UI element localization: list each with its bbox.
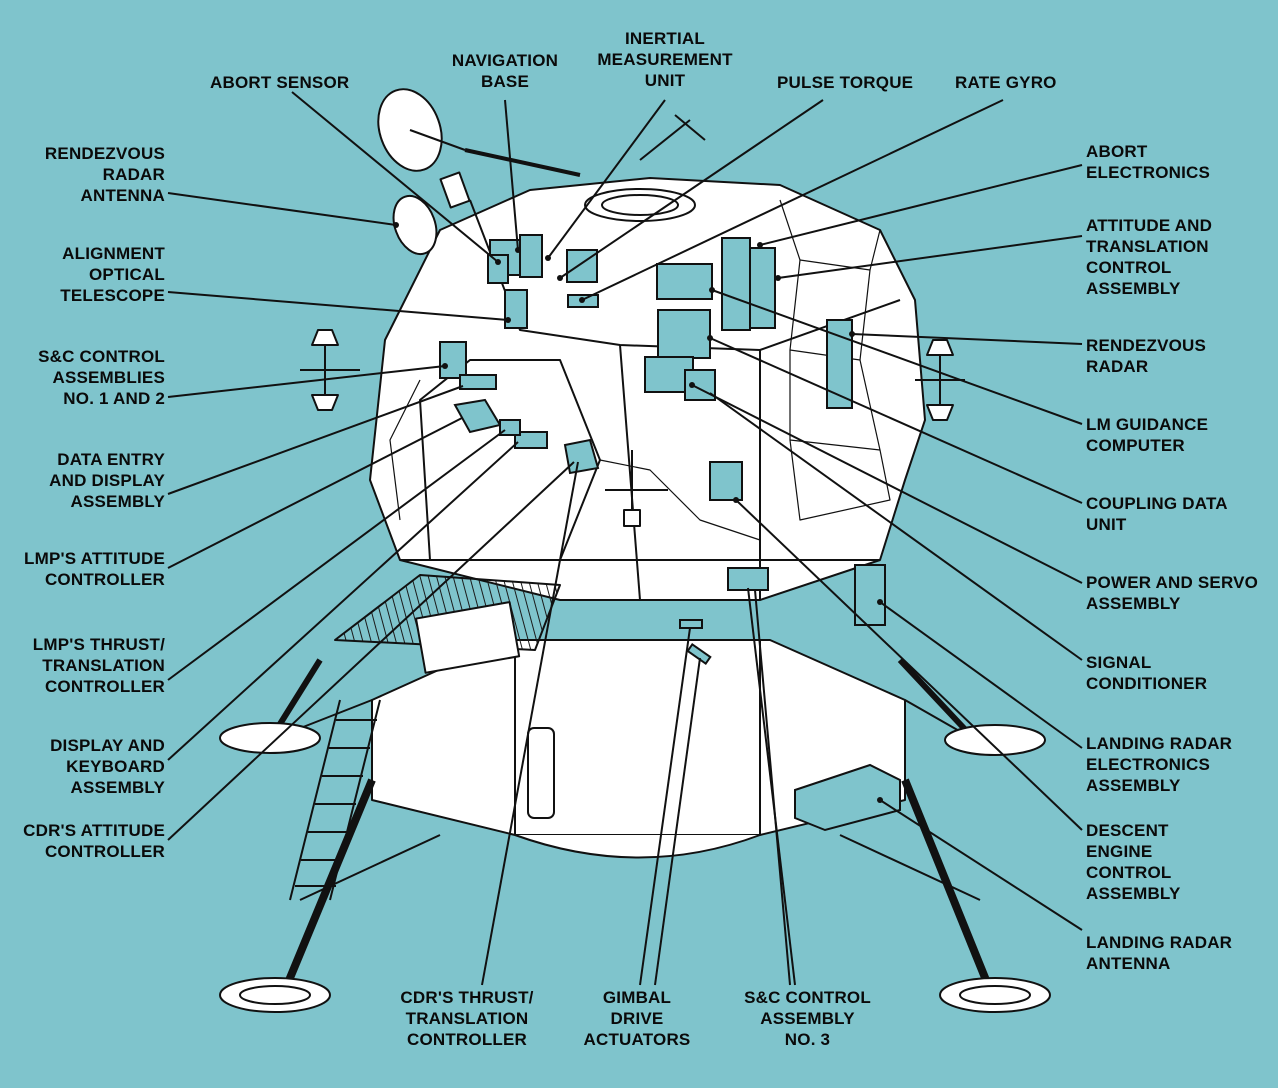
landing-radar-antenna-box — [794, 763, 901, 832]
dsky-box — [514, 431, 548, 449]
lgc-box — [656, 263, 713, 300]
panel-facets — [389, 199, 891, 541]
radar-antenna-dish — [377, 88, 706, 256]
label-alignment-optical-telescope: ALIGNMENT OPTICAL TELESCOPE — [60, 244, 165, 305]
sc-control-3-box — [727, 567, 769, 591]
label-display-keyboard: DISPLAY AND KEYBOARD ASSEMBLY — [50, 736, 165, 797]
label-gimbal-drive-actuators: GIMBAL DRIVE ACTUATORS — [583, 988, 691, 1049]
lm-structure — [219, 88, 1051, 1013]
label-abort-electronics: ABORT ELECTRONICS — [1086, 142, 1211, 182]
rcs-thruster-front — [605, 450, 668, 527]
sc-control-12-box — [439, 341, 467, 379]
gimbal-actuator-1 — [679, 619, 703, 629]
label-abort-sensor: ABORT SENSOR — [210, 73, 350, 92]
label-signal-conditioner: SIGNAL CONDITIONER — [1086, 653, 1208, 693]
label-inertial-measurement-unit: INERTIAL MEASUREMENT UNIT — [597, 29, 733, 90]
rga-box — [709, 461, 743, 501]
label-rate-gyro: RATE GYRO — [955, 73, 1057, 92]
label-navigation-base: NAVIGATION BASE — [451, 51, 559, 91]
descent-cylinder — [527, 727, 555, 819]
cdu-box — [657, 309, 711, 359]
label-coupling-data-unit: COUPLING DATA UNIT — [1086, 494, 1228, 534]
components — [439, 234, 901, 832]
descent-stage-bottom — [514, 834, 761, 859]
label-power-servo-assembly: POWER AND SERVO ASSEMBLY — [1086, 573, 1259, 613]
cdr-attitude-box — [563, 438, 600, 475]
leader-lines — [167, 91, 1083, 986]
label-attitude-translation-control: ATTITUDE AND TRANSLATION CONTROL ASSEMBL… — [1086, 216, 1213, 298]
deda-box — [459, 374, 497, 390]
label-landing-radar-electronics: LANDING RADAR ELECTRONICS ASSEMBLY — [1086, 734, 1233, 795]
landing-radar-electronics-box — [854, 564, 886, 626]
nav-base-box — [519, 234, 543, 278]
label-lmp-thrust-translation: LMP'S THRUST/ TRANSLATION CONTROLLER — [32, 635, 165, 696]
label-cdr-thrust-translation: CDR'S THRUST/ TRANSLATION CONTROLLER — [400, 988, 534, 1049]
label-rendezvous-radar-antenna: RENDEZVOUS RADAR ANTENNA — [44, 144, 165, 205]
gimbal-actuator-2 — [686, 643, 712, 665]
label-sc-control-assemblies-1-2: S&C CONTROL ASSEMBLIES NO. 1 AND 2 — [38, 347, 165, 408]
abort-sensor-box — [487, 254, 509, 284]
abort-electronics-box — [721, 237, 751, 331]
label-cdr-attitude-controller: CDR'S ATTITUDE CONTROLLER — [23, 821, 165, 861]
label-sc-control-assembly-3: S&C CONTROL ASSEMBLY NO. 3 — [744, 988, 871, 1049]
rcs-thruster-left — [300, 329, 360, 411]
footpad-right-rear — [944, 724, 1046, 756]
atca-box — [749, 247, 776, 329]
rcs-thruster-right — [915, 339, 965, 421]
footpad-left-rear — [219, 722, 321, 754]
rendezvous-radar-box — [826, 319, 853, 409]
lmp-thrust-box — [499, 419, 521, 436]
label-landing-radar-antenna: LANDING RADAR ANTENNA — [1086, 933, 1233, 973]
landing-legs — [267, 657, 994, 992]
label-lm-guidance-computer: LM GUIDANCE COMPUTER — [1086, 415, 1209, 455]
label-pulse-torque: PULSE TORQUE — [777, 73, 914, 92]
leader-arrows — [393, 222, 883, 803]
label-descent-engine-control: DESCENT ENGINE CONTROL ASSEMBLY — [1086, 821, 1181, 903]
label-rendezvous-radar: RENDEZVOUS RADAR — [1086, 336, 1207, 376]
label-data-entry-display: DATA ENTRY AND DISPLAY ASSEMBLY — [49, 450, 165, 511]
label-lmp-attitude-controller: LMP'S ATTITUDE CONTROLLER — [24, 549, 165, 589]
